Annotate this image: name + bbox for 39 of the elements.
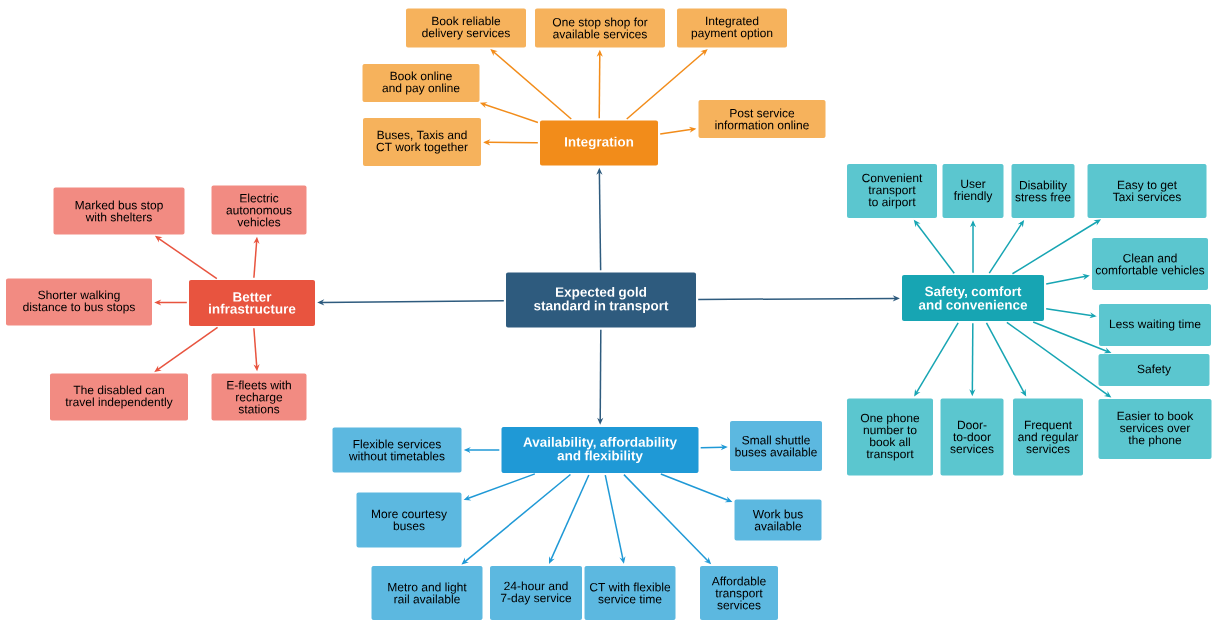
idea-box: One phone number to book all transport <box>847 398 933 476</box>
idea-box: Work bus available <box>734 499 822 541</box>
idea-box: Convenient transport to airport <box>847 164 937 218</box>
idea-box: Post service information online <box>698 100 826 138</box>
idea-box: The disabled can travel independently <box>50 373 188 421</box>
idea-box: Buses, Taxis and CT work together <box>363 118 481 166</box>
idea-box: User friendly <box>942 164 1004 218</box>
idea-box: Flexible services without timetables <box>332 427 462 473</box>
idea-box: Less waiting time <box>1099 304 1211 346</box>
idea-box: E-fleets with recharge stations <box>211 373 307 421</box>
idea-box: Frequent and regular services <box>1013 398 1083 476</box>
topic-box: Safety, comfort and convenience <box>902 275 1044 321</box>
idea-box: Metro and light rail available <box>371 566 483 620</box>
idea-box: Clean and comfortable vehicles <box>1092 238 1208 290</box>
idea-box: Affordable transport services <box>700 566 778 620</box>
topic-box: Better infrastructure <box>189 280 315 326</box>
idea-box: Small shuttle buses available <box>730 421 822 471</box>
idea-box: Integrated payment option <box>677 8 787 48</box>
topic-box: Integration <box>540 120 658 166</box>
arrow <box>549 474 590 564</box>
arrow <box>490 49 572 120</box>
idea-box: Door-to-door services <box>940 398 1004 476</box>
idea-box: Book reliable delivery services <box>406 8 526 48</box>
topic-box: Availability, affordability and flexibility <box>501 427 699 473</box>
arrow <box>626 49 708 120</box>
idea-box: Easy to get Taxi services <box>1087 164 1207 218</box>
idea-box: Safety <box>1098 354 1210 386</box>
idea-box: Book online and pay online <box>362 64 480 102</box>
central-box: Expected gold standard in transport <box>506 272 696 328</box>
idea-box: 24-hour and 7-day service <box>490 566 582 620</box>
idea-box: One stop shop for available services <box>535 8 665 48</box>
idea-box: Marked bus stop with shelters <box>53 187 185 235</box>
idea-box: More courtesy buses <box>356 492 462 548</box>
idea-box: Shorter walking distance to bus stops <box>6 278 152 326</box>
node-label: CT with flexible service time <box>589 582 671 604</box>
idea-box: Easier to book services over the phone <box>1098 399 1212 459</box>
idea-box: CT with flexible service time <box>584 566 676 620</box>
idea-box: Electric autonomous vehicles <box>211 185 307 235</box>
idea-box: Disability stress free <box>1011 164 1075 218</box>
